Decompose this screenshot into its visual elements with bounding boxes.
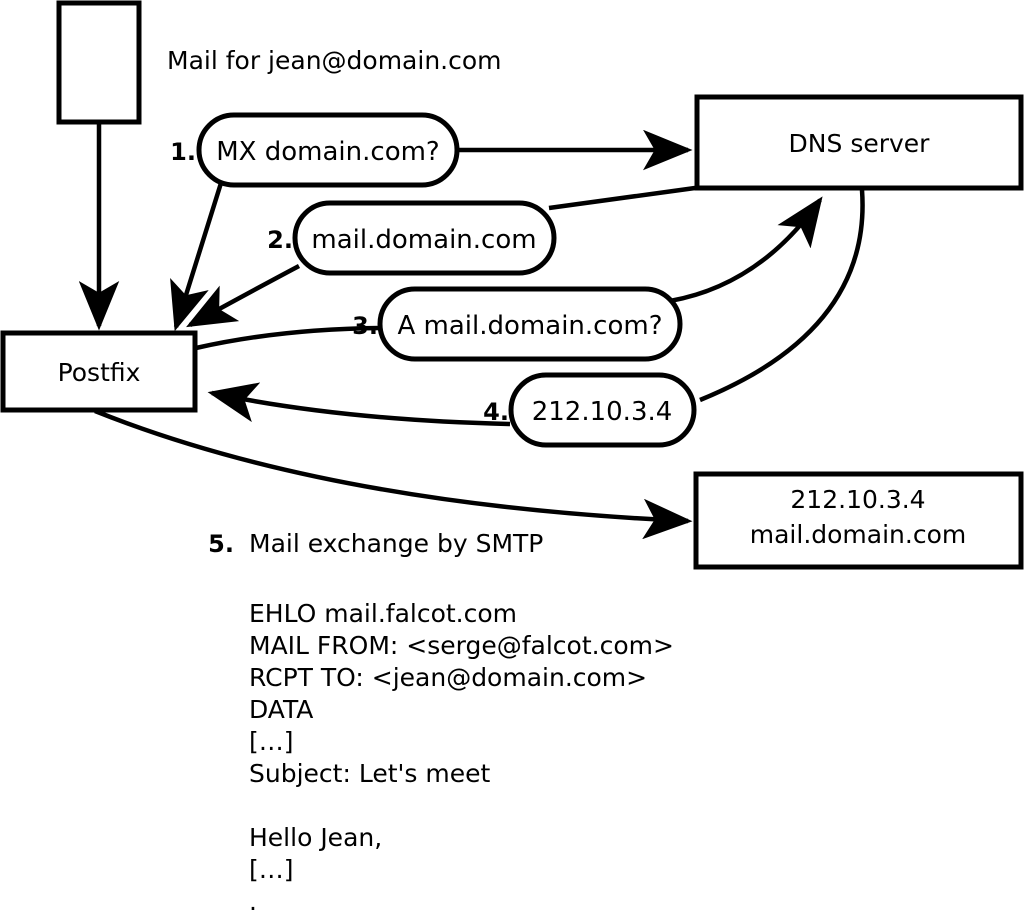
- node-remote-mail-server-host: mail.domain.com: [750, 520, 966, 549]
- step-2-label: mail.domain.com: [311, 225, 536, 255]
- transcript-line-1: MAIL FROM: <serge@falcot.com>: [249, 631, 674, 660]
- transcript-line-2: RCPT TO: <jean@domain.com>: [249, 663, 647, 692]
- bubble-step-4: [508, 372, 697, 448]
- transcript-line-5: Subject: Let's meet: [249, 759, 490, 788]
- transcript-line-4: […]: [249, 727, 294, 756]
- step-2-number: 2.: [267, 226, 293, 254]
- step-4-number: 4.: [483, 398, 509, 426]
- step-5-number: 5.: [208, 530, 234, 558]
- step-3-label: A mail.domain.com?: [398, 311, 663, 341]
- node-mail-source: [56, 0, 142, 125]
- transcript-line-7: Hello Jean,: [249, 823, 382, 852]
- step-5-label: Mail exchange by SMTP: [249, 529, 543, 558]
- edge-dns-to-step4: [699, 189, 865, 403]
- bubble-step-2: [292, 200, 557, 276]
- node-postfix-label: Postfix: [58, 358, 141, 387]
- edge-dns-to-step2: [548, 185, 696, 211]
- edge-postfix-to-step3: [195, 325, 381, 351]
- transcript-line-9: .: [249, 887, 257, 916]
- bubble-step-1: [196, 112, 460, 188]
- edge-step3-to-dns: [669, 196, 823, 304]
- node-postfix: [0, 330, 198, 413]
- node-remote-mail-server-ip: 212.10.3.4: [790, 485, 925, 514]
- mail-for-caption: Mail for jean@domain.com: [167, 46, 502, 75]
- step-3-number: 3.: [352, 312, 378, 340]
- step-1-label: MX domain.com?: [216, 137, 439, 167]
- node-remote-mail-server: [693, 471, 1024, 570]
- transcript-line-8: […]: [249, 855, 294, 884]
- step-4-label: 212.10.3.4: [532, 397, 673, 427]
- edge-step4-to-postfix: [207, 382, 511, 427]
- node-dns-server: [694, 94, 1024, 191]
- edge-step5-to-remote-server: [94, 408, 693, 540]
- node-dns-server-label: DNS server: [789, 129, 931, 158]
- edge-step2-to-postfix: [186, 264, 301, 328]
- transcript-line-3: DATA: [249, 695, 313, 724]
- step-1-number: 1.: [170, 138, 196, 166]
- bubble-step-3: [377, 286, 683, 362]
- edge-postfix-to-step1: [170, 182, 224, 332]
- transcript-line-0: EHLO mail.falcot.com: [249, 599, 517, 628]
